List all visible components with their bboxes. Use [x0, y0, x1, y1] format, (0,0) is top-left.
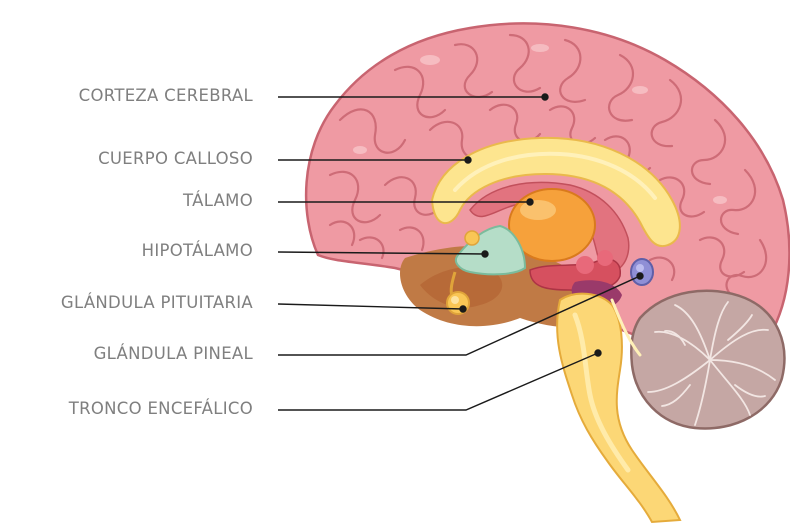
label-glandula-pituitaria: GLÁNDULA PITUITARIA — [61, 293, 253, 313]
leader-dot-brainstem — [595, 350, 601, 356]
label-talamo: TÁLAMO — [183, 191, 253, 211]
label-glandula-pineal: GLÁNDULA PINEAL — [94, 344, 253, 364]
label-hipotalamo: HIPOTÁLAMO — [142, 241, 253, 261]
label-cuerpo-calloso: CUERPO CALLOSO — [98, 149, 253, 169]
leader-dot-hypothalamus — [482, 251, 488, 257]
leader-dot-thalamus — [527, 199, 533, 205]
leader-line-brainstem — [278, 353, 598, 410]
label-corteza-cerebral: CORTEZA CEREBRAL — [79, 86, 253, 106]
leader-dot-callosum — [465, 157, 471, 163]
cerebellum — [631, 291, 784, 429]
label-tronco-encefalico: TRONCO ENCEFÁLICO — [69, 399, 253, 419]
pineal-gland — [631, 259, 653, 285]
leader-dot-pituitary — [460, 306, 466, 312]
leader-dot-pineal — [637, 273, 643, 279]
leader-dot-cortex — [542, 94, 548, 100]
